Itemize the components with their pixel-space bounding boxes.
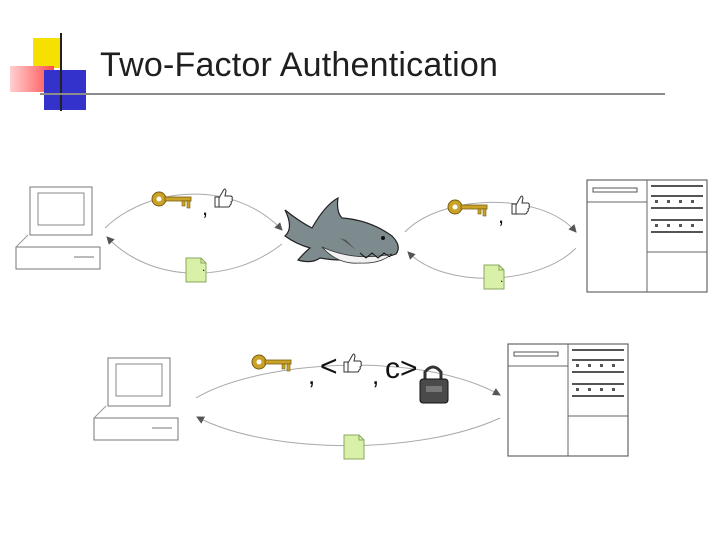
thumbs-up-icon [215,189,232,207]
client-computer-icon [94,358,178,440]
doc-dot-left: . [202,260,205,274]
msg-open-bracket: < [320,350,338,383]
client-computer-icon [16,187,100,269]
msg-comma-1: , [308,360,315,390]
doc-dot-right: . [500,271,503,285]
msg-comma-2: , [372,360,379,390]
thumbs-up-icon [344,354,361,372]
server-icon [508,344,628,456]
separator-left: , [202,195,208,220]
shark-icon [285,198,398,263]
thumbs-up-icon [512,196,529,214]
server-icon [587,180,707,292]
msg-close: c> [385,352,418,385]
arrow-client-to-shark [105,194,282,230]
document-icon [344,435,364,459]
separator-right: , [498,203,504,228]
key-icon [252,355,291,371]
arrow-shark-to-server [405,202,576,232]
